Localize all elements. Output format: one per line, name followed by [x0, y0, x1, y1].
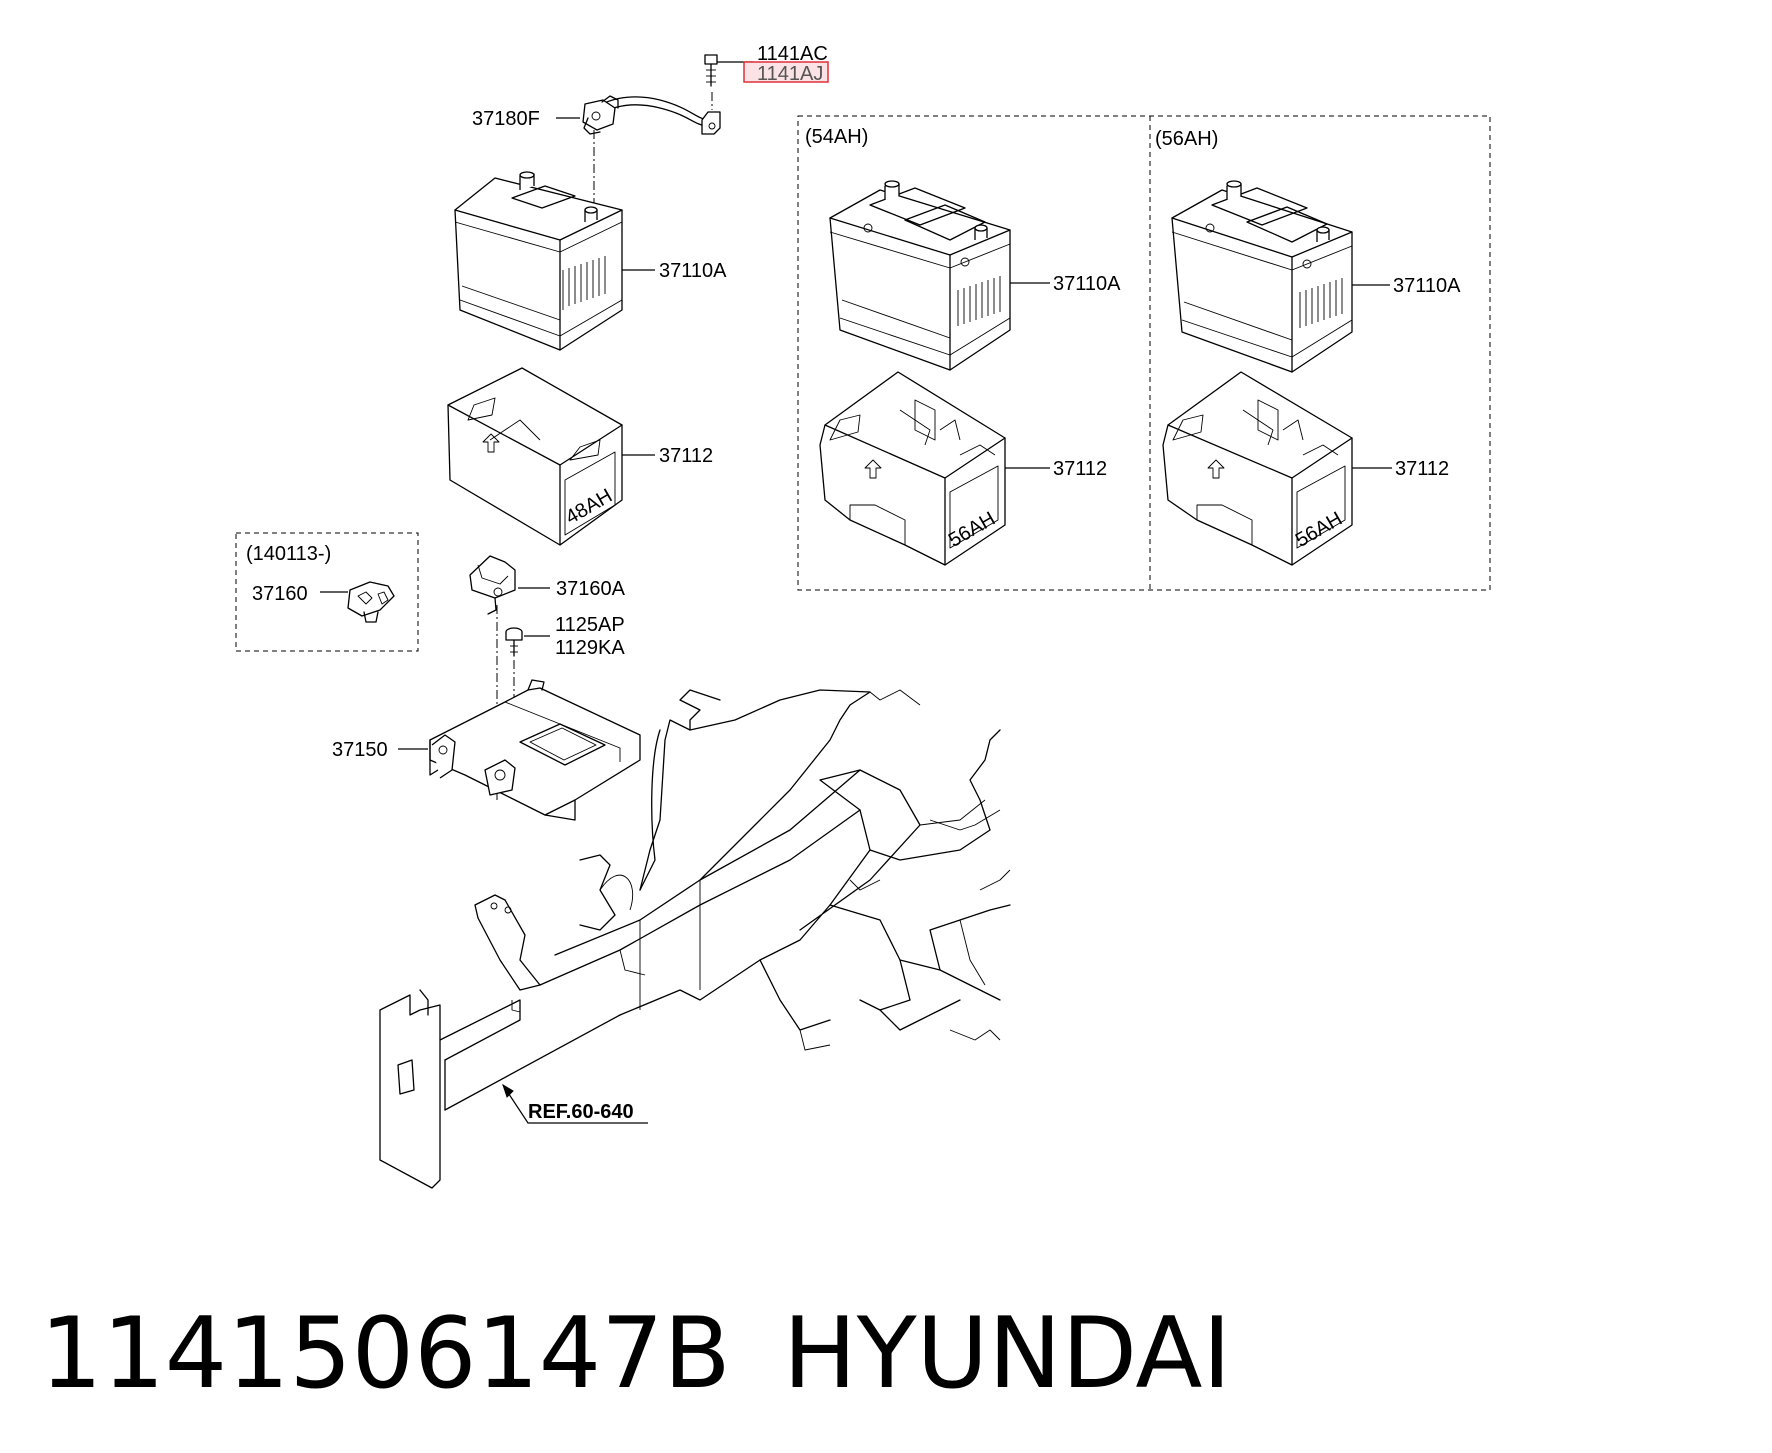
battery-37110a-54ah: [829, 180, 1050, 371]
group-label-140113: (140113-): [246, 543, 331, 565]
footer-brand: HYUNDAI: [783, 1297, 1231, 1411]
callout-37110a-56ah[interactable]: 37110A: [1393, 275, 1461, 297]
callout-37160[interactable]: 37160: [252, 583, 308, 605]
highlight-box: [743, 61, 829, 83]
callout-37110a[interactable]: 37110A: [659, 260, 727, 282]
callout-1141aj[interactable]: 1141AJ: [757, 63, 823, 85]
footer-part-number: 1141506147B: [40, 1297, 731, 1411]
variants-box: [797, 115, 1491, 591]
callout-37150[interactable]: 37150: [332, 739, 388, 761]
callout-37112-56ah[interactable]: 37112: [1395, 458, 1449, 480]
callout-37112-54ah[interactable]: 37112: [1053, 458, 1107, 480]
ground-cable-37180f: [556, 92, 721, 220]
callout-37110a-54ah[interactable]: 37110A: [1053, 273, 1121, 295]
battery-37110a-main: [454, 171, 655, 351]
battery-tray-37112-54ah: 56AH: [819, 371, 1050, 566]
callout-1125ap[interactable]: 1125AP: [555, 614, 625, 636]
bracket-37160a: [469, 555, 550, 800]
inset-group-140113: [235, 532, 419, 652]
battery-base-37150: [398, 679, 641, 821]
group-label-54ah: (54AH): [805, 126, 868, 148]
vehicle-body-structure: [379, 689, 1011, 1189]
callout-37160a[interactable]: 37160A: [556, 578, 626, 600]
battery-37110a-56ah: [1171, 180, 1390, 373]
reference-label[interactable]: REF.60-640: [528, 1101, 634, 1123]
callout-1141ac[interactable]: 1141AC: [757, 43, 828, 65]
battery-tray-37112-56ah: 56AH: [1162, 371, 1392, 566]
callout-1129ka[interactable]: 1129KA: [555, 637, 625, 659]
callout-37112[interactable]: 37112: [659, 445, 713, 467]
battery-tray-37112-main: 48AH: [447, 367, 655, 546]
group-label-56ah: (56AH): [1155, 128, 1218, 150]
callout-37180f[interactable]: 37180F: [472, 108, 540, 130]
